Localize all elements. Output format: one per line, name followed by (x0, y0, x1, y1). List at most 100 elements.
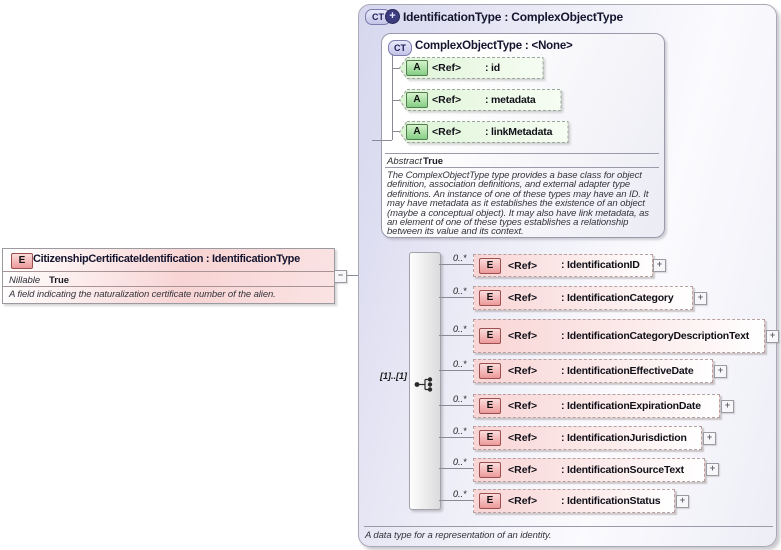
attribute-icon: A (406, 124, 428, 140)
occurrence-label: 0..* (453, 489, 467, 499)
nillable-value: True (49, 275, 70, 286)
connector-line (439, 405, 473, 406)
occurrence-label: 0..* (453, 286, 467, 296)
separator-line (385, 167, 659, 168)
connector-line (439, 468, 473, 469)
attribute-shape (398, 57, 544, 79)
element-identificationjurisdiction[interactable]: E <Ref> : IdentificationJurisdiction (473, 426, 702, 450)
expand-handle[interactable]: + (653, 259, 666, 272)
element-icon: E (479, 398, 501, 414)
separator-line (364, 526, 773, 527)
element-ref: <Ref> (508, 495, 538, 507)
element-identificationstatus[interactable]: E <Ref> : IdentificationStatus (473, 489, 675, 513)
expand-handle[interactable]: + (706, 463, 719, 476)
element-box-citizenshipcertificateidentification[interactable]: E CitizenshipCertificateIdentification :… (2, 248, 335, 304)
base-type-title: ComplexObjectType : <None> (415, 40, 573, 52)
element-name: : IdentificationExpirationDate (561, 399, 701, 412)
attribute-name: : metadata (485, 94, 536, 106)
attribute-ref: <Ref> (432, 126, 462, 138)
connector-line (439, 437, 473, 438)
element-icon: E (479, 328, 501, 344)
connector-line (439, 335, 473, 336)
nillable-label: Nillable (9, 275, 41, 286)
base-type-box-complexobjecttype[interactable]: CT ComplexObjectType : <None> A <Ref> : … (372, 33, 665, 238)
element-identificationsourcetext[interactable]: E <Ref> : IdentificationSourceText (473, 458, 705, 482)
abstract-value: True (423, 156, 444, 167)
sequence-icon (414, 377, 433, 392)
type-box-identificationtype[interactable]: CT + IdentificationType : ComplexObjectT… (358, 4, 779, 547)
element-icon: E (479, 430, 501, 446)
connector-line (345, 275, 370, 276)
element-name: : IdentificationCategoryDescriptionText (561, 329, 750, 342)
occurrence-label: 0..* (453, 394, 467, 404)
element-name: : IdentificationSourceText (561, 463, 684, 476)
element-identificationcategorydescriptiontext[interactable]: E <Ref> : IdentificationCategoryDescript… (473, 319, 765, 353)
element-ref: <Ref> (508, 432, 538, 444)
element-icon: E (479, 493, 501, 509)
element-annotation: A field indicating the naturalization ce… (9, 289, 276, 300)
element-name: : IdentificationJurisdiction (561, 431, 687, 444)
connector-line (372, 140, 392, 141)
element-box-title: CitizenshipCertificateIdentification : I… (33, 253, 300, 265)
element-icon: E (479, 462, 501, 478)
element-ref: <Ref> (508, 365, 538, 377)
expand-handle[interactable]: + (676, 495, 689, 508)
occurrence-label: 0..* (453, 359, 467, 369)
element-ref: <Ref> (508, 330, 538, 342)
collapse-handle[interactable]: − (334, 270, 347, 283)
attribute-metadata[interactable]: A <Ref> : metadata (398, 88, 563, 112)
separator-line (3, 286, 334, 287)
element-identificationcategory[interactable]: E <Ref> : IdentificationCategory (473, 286, 693, 310)
attribute-shape (398, 121, 569, 143)
connector-line (439, 500, 473, 501)
attribute-name: : linkMetadata (485, 126, 553, 138)
type-box-title: IdentificationType : ComplexObjectType (403, 10, 623, 24)
element-name: : IdentificationID (561, 259, 640, 271)
separator-line (3, 271, 334, 272)
element-icon: E (479, 257, 501, 274)
element-ref: <Ref> (508, 259, 538, 272)
attribute-icon: A (406, 60, 428, 76)
attribute-id[interactable]: A <Ref> : id (398, 56, 545, 80)
connector-line (392, 68, 400, 69)
occurrence-label: 0..* (453, 324, 467, 334)
connector-line (439, 297, 473, 298)
type-box-annotation: A data type for a representation of an i… (365, 530, 552, 541)
complextype-icon: CT (388, 40, 412, 56)
expand-handle[interactable]: + (766, 330, 779, 343)
occurrence-label: 0..* (453, 253, 467, 263)
element-icon: E (479, 290, 501, 306)
occurrence-label: 0..* (453, 426, 467, 436)
element-ref: <Ref> (508, 292, 538, 304)
separator-line (385, 153, 659, 154)
element-identificationid[interactable]: E <Ref> : IdentificationID (473, 254, 653, 277)
element-icon: E (479, 363, 501, 379)
connector-line (392, 100, 400, 101)
attribute-linkmetadata[interactable]: A <Ref> : linkMetadata (398, 120, 570, 144)
abstract-label: Abstract (387, 156, 422, 167)
expand-handle[interactable]: + (721, 400, 734, 413)
element-identificationexpirationdate[interactable]: E <Ref> : IdentificationExpirationDate (473, 394, 720, 418)
connector-line (439, 370, 473, 371)
attribute-shape (398, 89, 562, 111)
sequence-cardinality: [1]..[1] (380, 371, 407, 381)
connector-line (392, 54, 393, 140)
element-name: : IdentificationStatus (561, 494, 661, 507)
element-ref: <Ref> (508, 400, 538, 412)
element-ref: <Ref> (508, 464, 538, 476)
element-name: : IdentificationCategory (561, 291, 674, 304)
attribute-ref: <Ref> (432, 94, 462, 106)
attribute-ref: <Ref> (432, 62, 462, 74)
expand-handle[interactable]: + (714, 365, 727, 378)
occurrence-label: 0..* (453, 457, 467, 467)
expand-handle[interactable]: + (703, 432, 716, 445)
attribute-name: : id (485, 62, 500, 74)
complextype-plus-icon: + (385, 9, 400, 24)
element-identificationeffectivedate[interactable]: E <Ref> : IdentificationEffectiveDate (473, 359, 713, 383)
base-type-annotation: The ComplexObjectType type provides a ba… (387, 170, 649, 238)
expand-handle[interactable]: + (694, 292, 707, 305)
element-name: : IdentificationEffectiveDate (561, 364, 694, 377)
element-icon: E (11, 253, 33, 269)
connector-line (439, 264, 473, 265)
